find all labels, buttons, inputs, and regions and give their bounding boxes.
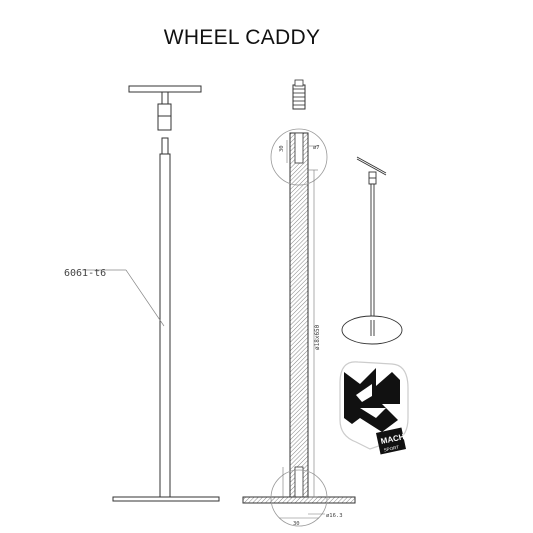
dim-upper-dia: ø7 [313, 145, 320, 151]
base-plate [112, 496, 220, 502]
assembled-top-bar [356, 156, 387, 174]
lower-bore [294, 466, 304, 498]
detail-circle-top [270, 128, 328, 186]
section-base [242, 496, 356, 504]
assembled-shaft [370, 183, 375, 321]
upper-bore [294, 132, 304, 164]
dim-base-depth: 30 [293, 521, 300, 527]
assembled-base [341, 315, 403, 345]
dim-base-dia: ø16.3 [326, 513, 343, 519]
detail-circle-bottom [270, 469, 328, 527]
section-shaft [289, 132, 309, 498]
threaded-tip [292, 79, 306, 110]
section-view [242, 79, 356, 527]
dim-upper-depth: 30 [279, 145, 285, 152]
drawing-title: WHEEL CADDY [163, 26, 321, 49]
exploded-view [82, 85, 220, 502]
mach-sport-logo [339, 361, 409, 455]
logo-sub: SPORT [383, 445, 399, 453]
dim-shaft-length: ø18x650 [314, 324, 321, 350]
material-label: 6061-t6 [64, 268, 106, 279]
main-shaft [159, 153, 171, 499]
connector-sleeve [157, 103, 172, 131]
top-bar [128, 85, 202, 93]
top-neck [161, 91, 169, 105]
shaft-tip [161, 137, 169, 155]
assembled-view [341, 156, 403, 345]
